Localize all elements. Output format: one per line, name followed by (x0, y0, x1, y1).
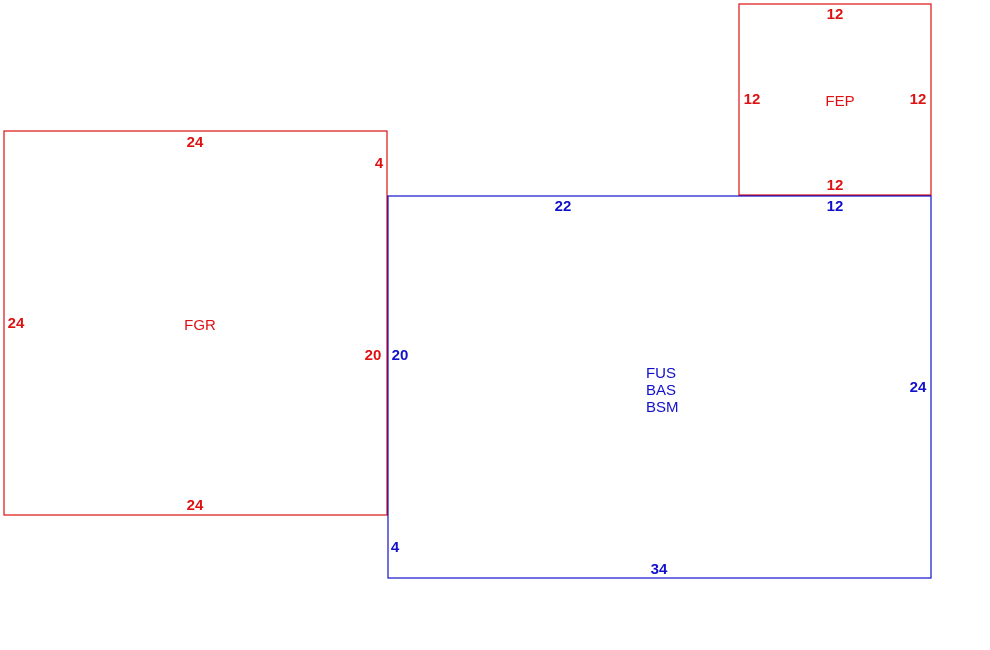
fgr-right-upper-dim: 4 (375, 155, 384, 172)
main-name-1: FUS (646, 365, 676, 382)
fep-top-dim: 12 (827, 6, 844, 23)
main-left-dim: 20 (392, 347, 409, 364)
fep-outline (738, 3, 932, 196)
main-outline (387, 195, 932, 579)
fgr-left-dim: 24 (8, 315, 25, 332)
main-top-right-dim: 12 (827, 198, 844, 215)
fep-bottom-dim: 12 (827, 177, 844, 194)
fgr-name: FGR (184, 317, 216, 334)
main-bottom-dim: 34 (651, 561, 668, 578)
main-right-dim: 24 (910, 379, 927, 396)
fep-left-dim: 12 (744, 91, 761, 108)
fep-right-dim: 12 (910, 91, 927, 108)
main-lower-left-dim: 4 (391, 539, 400, 556)
main-name-2: BAS (646, 382, 676, 399)
fep-name: FEP (825, 93, 854, 110)
fgr-top-dim: 24 (187, 134, 204, 151)
fgr-bottom-dim: 24 (187, 497, 204, 514)
main-top-left-dim: 22 (555, 198, 572, 215)
fgr-outline (3, 130, 388, 516)
fgr-right-dim: 20 (365, 347, 382, 364)
main-name-3: BSM (646, 399, 679, 416)
